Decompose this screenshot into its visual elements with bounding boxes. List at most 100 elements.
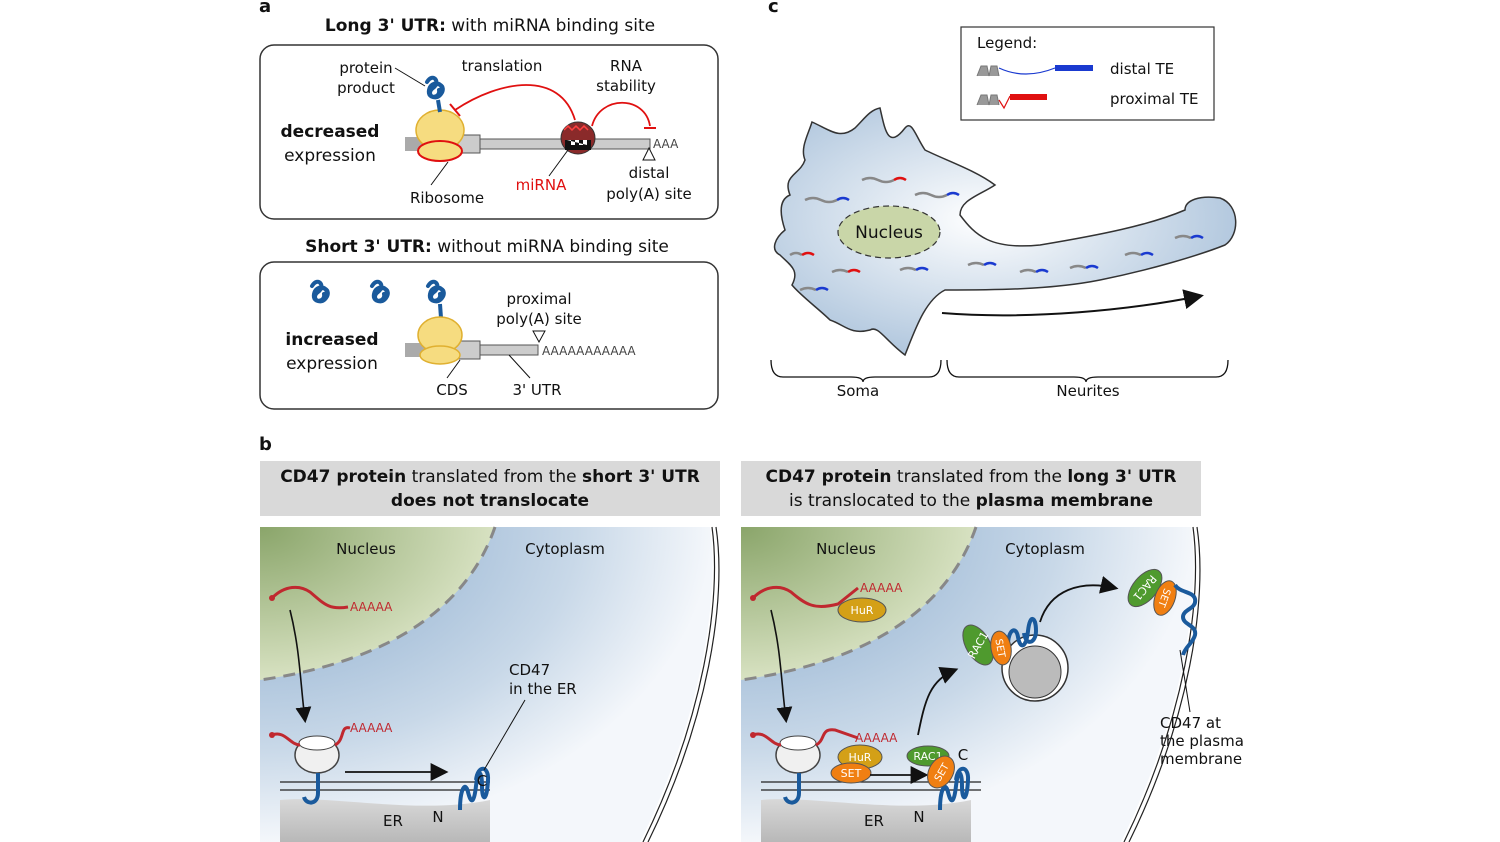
right-header xyxy=(741,461,1201,516)
polya-short: AAA xyxy=(653,137,679,151)
transcripts xyxy=(789,176,1204,292)
left-export-arrow xyxy=(289,609,312,724)
left-header xyxy=(260,461,720,516)
left-cytoplasm-label: Cytoplasm xyxy=(525,540,605,558)
legend-title: Legend: xyxy=(977,34,1037,52)
right-cd47-pm xyxy=(1173,583,1198,656)
right-membrane-inner xyxy=(1128,526,1201,842)
transcript-2-utr xyxy=(893,176,907,182)
right-er xyxy=(761,799,971,842)
legend-proximal-intron xyxy=(998,95,1011,110)
neurites-brace xyxy=(946,359,1229,383)
right-export-arrow xyxy=(770,609,793,724)
mirna-label: miRNA xyxy=(516,176,567,194)
left-mrna-2 xyxy=(271,726,351,747)
transport-arrow xyxy=(941,289,1204,317)
rna-stability-label-2: stability xyxy=(596,77,656,95)
left-cell: Nucleus Cytoplasm AAAAA ER AAAAA C N CD4… xyxy=(259,526,720,842)
right-mrna-2 xyxy=(752,728,859,747)
utr-leader xyxy=(508,354,531,379)
right-pm-leader xyxy=(1179,649,1191,713)
left-cd47-label: CD47 xyxy=(509,661,550,679)
left-c-label: C xyxy=(477,772,487,790)
left-cd47-er xyxy=(458,766,491,811)
transcript-3-body xyxy=(914,191,948,199)
soma-label: Soma xyxy=(837,382,880,400)
panel-c-letter: c xyxy=(768,0,779,17)
decreased-label: decreased xyxy=(281,122,380,142)
transcript-10-body xyxy=(1069,264,1087,270)
transcript-1-body xyxy=(804,196,838,204)
nascent-chain-short xyxy=(438,303,443,319)
expression-label-2: expression xyxy=(286,354,378,374)
right-vesicle-arrow-2 xyxy=(1039,576,1119,623)
legend-distal-label: distal TE xyxy=(1110,60,1174,78)
left-mrna xyxy=(270,585,349,610)
binding-site-pattern xyxy=(565,140,591,150)
ribosome-small-short xyxy=(419,345,461,365)
increased-label: increased xyxy=(285,330,378,350)
binding-site-checker xyxy=(567,140,587,145)
right-nucleus-label: Nucleus xyxy=(816,540,876,558)
neuron-body xyxy=(773,107,1237,357)
distal-site-triangle xyxy=(642,146,656,161)
transcript-1-utr xyxy=(836,196,850,202)
right-nascent-cd47 xyxy=(783,773,801,805)
mirna-strand xyxy=(563,124,589,132)
transcript-8-body xyxy=(967,261,985,267)
right-ribosome-small xyxy=(779,735,817,751)
right-mrna xyxy=(751,585,859,608)
transcript-9-body xyxy=(1019,268,1037,274)
right-pm-label: CD47 at xyxy=(1160,714,1221,732)
soma-brace xyxy=(770,359,942,383)
right-hur-2-label: HuR xyxy=(849,751,872,764)
stability-inhibition-arrow xyxy=(591,102,651,127)
left-ribosome-small xyxy=(298,735,336,751)
right-hur-1-label: HuR xyxy=(851,604,874,617)
neurites-label: Neurites xyxy=(1056,382,1119,400)
left-nascent-cd47 xyxy=(302,773,320,805)
transcript-12-body xyxy=(1174,234,1192,240)
left-nucleus-label: Nucleus xyxy=(336,540,396,558)
right-cytoplasm-label: Cytoplasm xyxy=(1005,540,1085,558)
expression-label-1: expression xyxy=(284,146,376,166)
nascent-chain xyxy=(436,99,442,113)
transcript-11-utr xyxy=(1140,251,1154,257)
left-nuclear-envelope xyxy=(259,526,497,682)
cds-label: CDS xyxy=(436,381,468,399)
right-er-label: ER xyxy=(864,812,884,830)
right-vesicle-lumen xyxy=(1008,645,1062,699)
cds-leader xyxy=(446,359,461,379)
right-nuclear-envelope xyxy=(740,526,978,682)
legend-distal-swatch xyxy=(1055,65,1093,71)
left-nucleus xyxy=(260,527,495,680)
right-set-1 xyxy=(830,762,872,784)
right-membrane-outer xyxy=(1123,526,1197,842)
utr-label: 3' UTR xyxy=(513,381,562,399)
ribosome-small xyxy=(417,140,463,162)
mirna-leader xyxy=(548,149,569,177)
left-er-label: ER xyxy=(383,812,403,830)
transcript-6-utr xyxy=(915,266,929,272)
protein-product-label: protein xyxy=(339,59,392,77)
legend-distal-intron xyxy=(998,67,1056,75)
right-cd47-er xyxy=(938,766,971,811)
right-set-1-label: SET xyxy=(841,767,862,780)
transcript-11-body xyxy=(1124,251,1142,257)
long-utr-box xyxy=(259,44,719,220)
neuron-nucleus xyxy=(837,205,941,259)
transcript-3-utr xyxy=(946,191,960,197)
transcript-9-utr xyxy=(1035,268,1049,274)
distal-label: distal xyxy=(629,164,670,182)
right-c-label: C xyxy=(958,746,968,764)
left-n-label: N xyxy=(432,808,443,826)
translation-label: translation xyxy=(462,57,543,75)
protein-product-label-2: product xyxy=(337,79,395,97)
transcript-7-body xyxy=(799,286,817,292)
proximal-label: proximal xyxy=(506,290,571,308)
transcript-10-utr xyxy=(1085,264,1099,270)
transcript-12-utr xyxy=(1190,234,1204,240)
legend-proximal-label: proximal TE xyxy=(1110,90,1199,108)
panel-b-letter: b xyxy=(259,434,272,455)
